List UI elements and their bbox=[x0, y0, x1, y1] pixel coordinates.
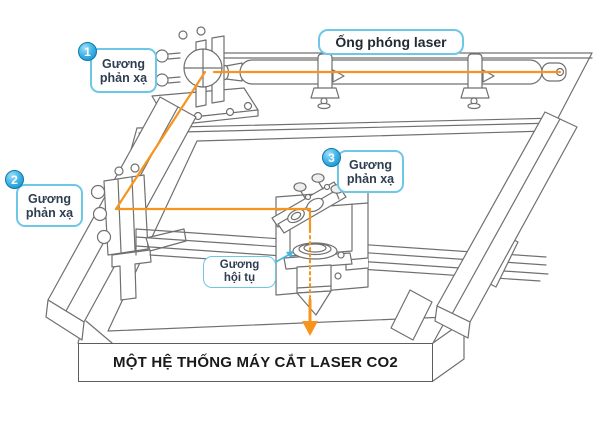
diagram-caption: MỘT HỆ THỐNG MÁY CẮT LASER CO2 bbox=[78, 343, 433, 382]
mirror-3-badge: 3 bbox=[322, 148, 341, 167]
laser-beam-path bbox=[114, 70, 562, 336]
mirror-3-label-line1: Gương bbox=[349, 157, 392, 172]
mirror-2-label-line1: Gương bbox=[28, 191, 71, 206]
mirror-3-label: Gương phản xạ bbox=[337, 150, 404, 193]
focus-label-leader bbox=[273, 251, 294, 264]
focus-lens-label-line1: Gương bbox=[219, 259, 260, 272]
laser-tube-label: Ống phóng laser bbox=[318, 29, 464, 55]
mirror-2-badge: 2 bbox=[5, 170, 24, 189]
mirror-3-assembly bbox=[271, 173, 347, 234]
mirror-3-label-line2: phản xạ bbox=[346, 171, 395, 186]
gantry-beam-right bbox=[390, 111, 578, 341]
nozzle-cone bbox=[296, 264, 342, 316]
mirror-2-assembly bbox=[90, 163, 187, 301]
mirror-2-label: Gương phản xạ bbox=[16, 184, 83, 227]
mirror-2-label-line2: phản xạ bbox=[25, 205, 74, 220]
focus-lens-label-line2: hội tụ bbox=[223, 272, 256, 284]
mirror-1-label: Gương phản xạ bbox=[90, 48, 157, 93]
mirror-1-badge: 1 bbox=[78, 42, 97, 61]
beam-arrowhead bbox=[302, 321, 318, 336]
mirror-1-label-line1: Gương bbox=[102, 56, 145, 71]
focus-lens-label: Gương hội tụ bbox=[203, 256, 276, 288]
laser-tube bbox=[220, 53, 567, 110]
mirror-1-label-line2: phản xạ bbox=[99, 70, 148, 85]
